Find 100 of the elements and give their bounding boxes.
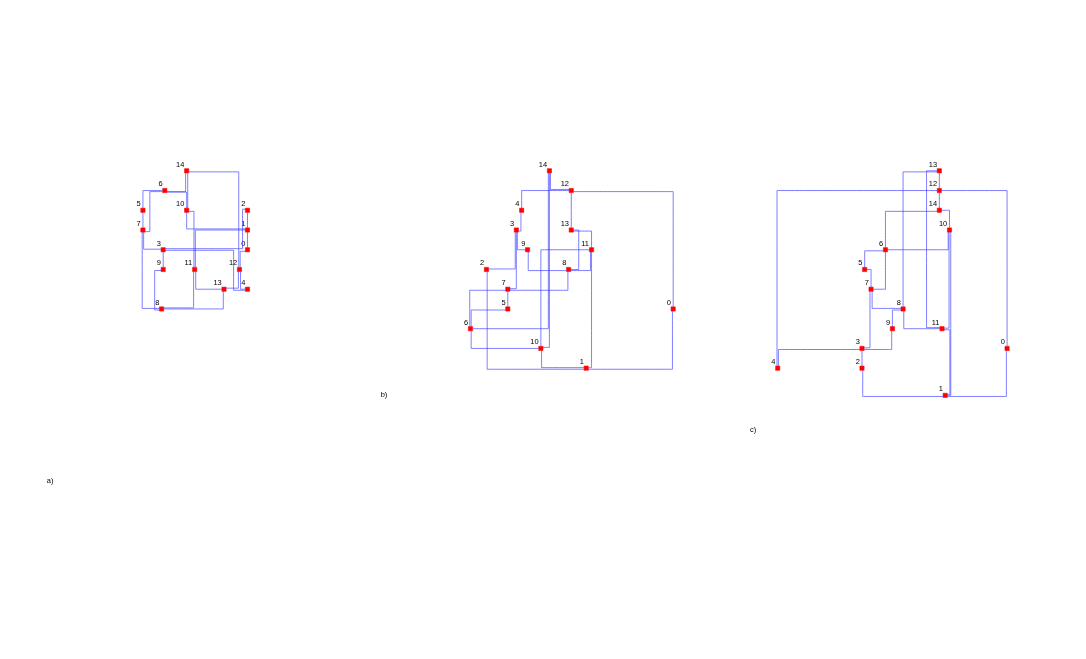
connector bbox=[540, 249, 590, 347]
connector bbox=[521, 190, 570, 209]
node-box bbox=[862, 267, 868, 272]
node-box bbox=[859, 365, 865, 371]
connector bbox=[163, 271, 194, 309]
connector bbox=[588, 310, 673, 370]
node-box bbox=[245, 207, 250, 213]
node-box bbox=[519, 207, 525, 213]
node-box bbox=[140, 207, 146, 213]
node-box bbox=[221, 286, 227, 292]
node-box bbox=[859, 346, 865, 351]
connector bbox=[247, 212, 248, 229]
node-box bbox=[775, 365, 781, 371]
node-box bbox=[1004, 346, 1010, 351]
node-box bbox=[162, 188, 168, 193]
connector bbox=[892, 309, 902, 327]
connector bbox=[573, 191, 674, 308]
connector bbox=[472, 172, 549, 329]
connector bbox=[570, 229, 580, 270]
connector bbox=[239, 251, 246, 268]
connector bbox=[864, 250, 884, 268]
connector bbox=[550, 172, 570, 190]
connector bbox=[470, 330, 540, 349]
connector bbox=[926, 170, 941, 328]
connector bbox=[885, 211, 938, 248]
node-box bbox=[868, 286, 874, 292]
connector bbox=[240, 271, 246, 290]
connector bbox=[247, 231, 248, 248]
node-box bbox=[525, 247, 530, 253]
node-box bbox=[538, 346, 544, 351]
node-box bbox=[936, 188, 942, 193]
node-box bbox=[547, 168, 552, 174]
node-box bbox=[936, 168, 942, 174]
node-box bbox=[900, 306, 906, 312]
connector bbox=[166, 172, 186, 192]
connector bbox=[154, 270, 162, 311]
node-box bbox=[568, 227, 574, 233]
node-box bbox=[513, 227, 519, 233]
connector bbox=[195, 229, 246, 268]
node-box bbox=[505, 286, 511, 292]
connector bbox=[863, 330, 892, 350]
connector bbox=[573, 230, 592, 248]
connector bbox=[469, 289, 506, 327]
connector bbox=[165, 208, 246, 249]
connector bbox=[871, 291, 902, 309]
connector bbox=[509, 271, 569, 291]
connector bbox=[862, 370, 944, 397]
node-box bbox=[140, 227, 146, 233]
node-box bbox=[184, 168, 190, 174]
node-box bbox=[159, 306, 164, 312]
node-box bbox=[245, 286, 250, 292]
connector bbox=[776, 190, 938, 367]
connector bbox=[517, 231, 526, 251]
node-box bbox=[192, 267, 198, 272]
connector bbox=[527, 251, 567, 271]
connector bbox=[778, 349, 861, 367]
connector bbox=[947, 350, 1007, 397]
connector bbox=[570, 251, 591, 271]
connector bbox=[166, 191, 187, 209]
connector bbox=[470, 309, 506, 327]
connector bbox=[943, 329, 951, 395]
node-box bbox=[245, 227, 250, 233]
connector bbox=[225, 271, 239, 289]
node-box bbox=[484, 267, 489, 272]
node-box bbox=[890, 326, 895, 332]
connector bbox=[144, 191, 163, 232]
connector bbox=[947, 232, 952, 396]
node-box bbox=[468, 326, 473, 332]
node-box bbox=[583, 365, 589, 371]
node-box bbox=[936, 207, 942, 213]
connector bbox=[902, 171, 938, 308]
connector bbox=[165, 249, 246, 291]
connector bbox=[941, 190, 1008, 347]
node-box bbox=[670, 306, 676, 312]
connector bbox=[541, 350, 585, 368]
node-box bbox=[160, 267, 166, 272]
connector bbox=[542, 172, 550, 348]
node-box bbox=[942, 393, 948, 398]
connector bbox=[142, 190, 163, 209]
connector bbox=[187, 172, 189, 209]
connector bbox=[188, 171, 240, 268]
connector bbox=[903, 310, 941, 329]
connector bbox=[509, 231, 517, 289]
node-box bbox=[505, 306, 511, 312]
connector bbox=[141, 231, 160, 309]
connector bbox=[588, 251, 592, 368]
connector bbox=[186, 212, 246, 230]
connector bbox=[163, 291, 224, 310]
node-box bbox=[245, 247, 250, 253]
node-box bbox=[568, 188, 574, 193]
node-box bbox=[589, 247, 594, 253]
connector bbox=[873, 251, 886, 290]
node-box bbox=[237, 267, 242, 272]
node-box bbox=[184, 207, 190, 213]
connector bbox=[863, 291, 871, 349]
connector bbox=[488, 232, 516, 270]
connector bbox=[943, 231, 950, 329]
connector bbox=[486, 271, 585, 370]
connector bbox=[188, 211, 195, 268]
connector bbox=[941, 209, 950, 229]
